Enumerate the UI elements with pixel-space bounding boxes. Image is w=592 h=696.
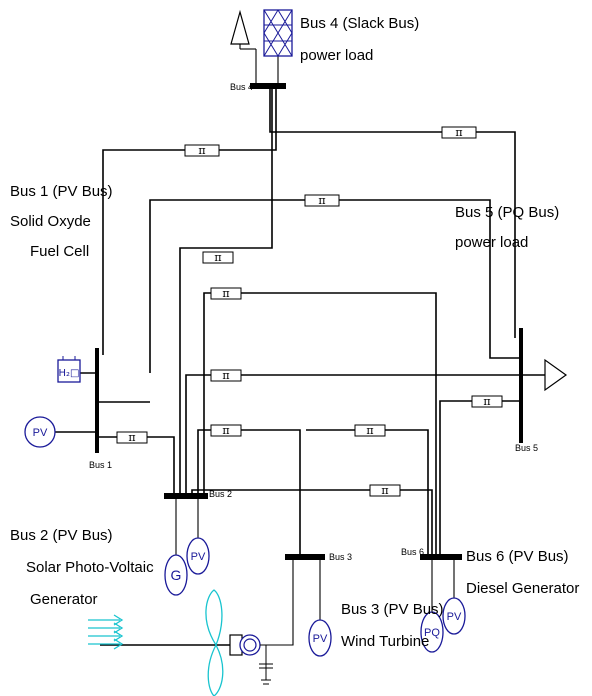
bus3-label: Bus 3 (PV Bus) Wind Turbine (341, 601, 444, 650)
pi-section: π (441, 126, 477, 139)
svg-text:power load: power load (455, 234, 528, 251)
bus2-bar (164, 493, 208, 499)
load-arrow-right-icon (544, 358, 568, 392)
bus5-tag: Bus 5 (515, 443, 538, 453)
pi-section: π (369, 484, 401, 497)
bus1-bar (95, 348, 99, 453)
svg-text:Diesel Generator: Diesel Generator (466, 580, 579, 597)
svg-text:Generator: Generator (30, 591, 98, 608)
svg-text:π: π (381, 484, 388, 497)
pi-section: π (210, 424, 242, 437)
svg-text:Wind Turbine: Wind Turbine (341, 633, 429, 650)
svg-text:π: π (222, 369, 229, 382)
svg-text:PQ: PQ (424, 627, 440, 639)
line-bus2-bus3 (197, 429, 301, 556)
bus5-bar (519, 328, 523, 443)
bus6-bar (420, 554, 462, 560)
svg-text:PV: PV (313, 633, 328, 645)
pv-source-bus1: PV (24, 416, 56, 448)
svg-text:Solid Oxyde: Solid Oxyde (10, 213, 91, 230)
bus3-bar (285, 554, 325, 560)
bus4-bar (250, 83, 286, 89)
pq-source-bus6: PQ (420, 611, 444, 653)
slack-grid-icon (263, 9, 293, 57)
generator-icon: G (164, 554, 188, 596)
pv-source-bus6: PV (442, 597, 466, 635)
load-arrow-up-icon (230, 9, 250, 45)
bus1-tag: Bus 1 (89, 460, 112, 470)
bus2-label: Bus 2 (PV Bus) Solar Photo-Voltaic Gener… (10, 527, 154, 608)
bus3-tag: Bus 3 (329, 552, 352, 562)
svg-text:π: π (455, 126, 462, 139)
line-bus4-bus5 (269, 88, 516, 338)
svg-text:G: G (171, 567, 182, 583)
bus6-tag: Bus 6 (401, 547, 424, 557)
svg-text:π: π (366, 424, 373, 437)
bus1-label: Bus 1 (PV Bus) Solid Oxyde Fuel Cell (10, 183, 113, 260)
svg-text:power load: power load (300, 47, 373, 64)
svg-text:π: π (318, 194, 325, 207)
svg-text:PV: PV (33, 427, 48, 439)
pv-source-bus2: PV (186, 537, 210, 575)
bus2-tag: Bus 2 (209, 489, 232, 499)
pi-section: π (202, 251, 234, 264)
svg-text:PV: PV (191, 551, 206, 563)
svg-text:Solar Photo-Voltaic: Solar Photo-Voltaic (26, 559, 154, 576)
line-bus6-bus5 (439, 400, 521, 556)
pi-section: π (354, 424, 386, 437)
pi-section: π (184, 144, 220, 157)
svg-text:π: π (214, 251, 221, 264)
svg-text:Bus 1 (PV Bus): Bus 1 (PV Bus) (10, 183, 113, 200)
svg-text:Bus 6 (PV Bus): Bus 6 (PV Bus) (466, 548, 569, 565)
bus6-label: Bus 6 (PV Bus) Diesel Generator (466, 548, 579, 597)
svg-text:π: π (483, 395, 490, 408)
bus4-tag: Bus 4 (230, 82, 253, 92)
pi-section: π (471, 395, 503, 408)
line-bus3-bus6 (306, 429, 429, 556)
wind-turbine-icon (88, 589, 273, 696)
svg-text:π: π (128, 431, 135, 444)
line-bus2-bus6-top (203, 292, 437, 556)
svg-text:Fuel Cell: Fuel Cell (30, 243, 89, 260)
line-bus4-bus1 (102, 88, 277, 355)
bus4-label: Bus 4 (Slack Bus) power load (300, 15, 419, 64)
line-bus2-bus6-bottom (191, 489, 433, 556)
pv-source-bus3: PV (308, 619, 332, 657)
svg-text:π: π (222, 287, 229, 300)
fuel-cell-icon: H₂□ (57, 356, 81, 383)
svg-text:π: π (198, 144, 205, 157)
svg-text:Bus 3 (PV Bus): Bus 3 (PV Bus) (341, 601, 444, 618)
pi-section: π (116, 431, 148, 444)
pi-section: π (210, 287, 242, 300)
svg-text:Bus 2 (PV Bus): Bus 2 (PV Bus) (10, 527, 113, 544)
svg-text:π: π (222, 424, 229, 437)
line-bus1-bus5 (149, 199, 521, 373)
svg-text:PV: PV (447, 611, 462, 623)
svg-text:Bus 4 (Slack Bus): Bus 4 (Slack Bus) (300, 15, 419, 32)
line-bus4-bus2 (179, 88, 273, 495)
pi-section: π (304, 194, 340, 207)
bus5-label: Bus 5 (PQ Bus) power load (455, 204, 559, 251)
svg-text:H₂□: H₂□ (59, 368, 80, 379)
pi-section: π (210, 369, 242, 382)
svg-text:Bus 5 (PQ Bus): Bus 5 (PQ Bus) (455, 204, 559, 221)
line-bus2-bus5 (185, 374, 521, 495)
